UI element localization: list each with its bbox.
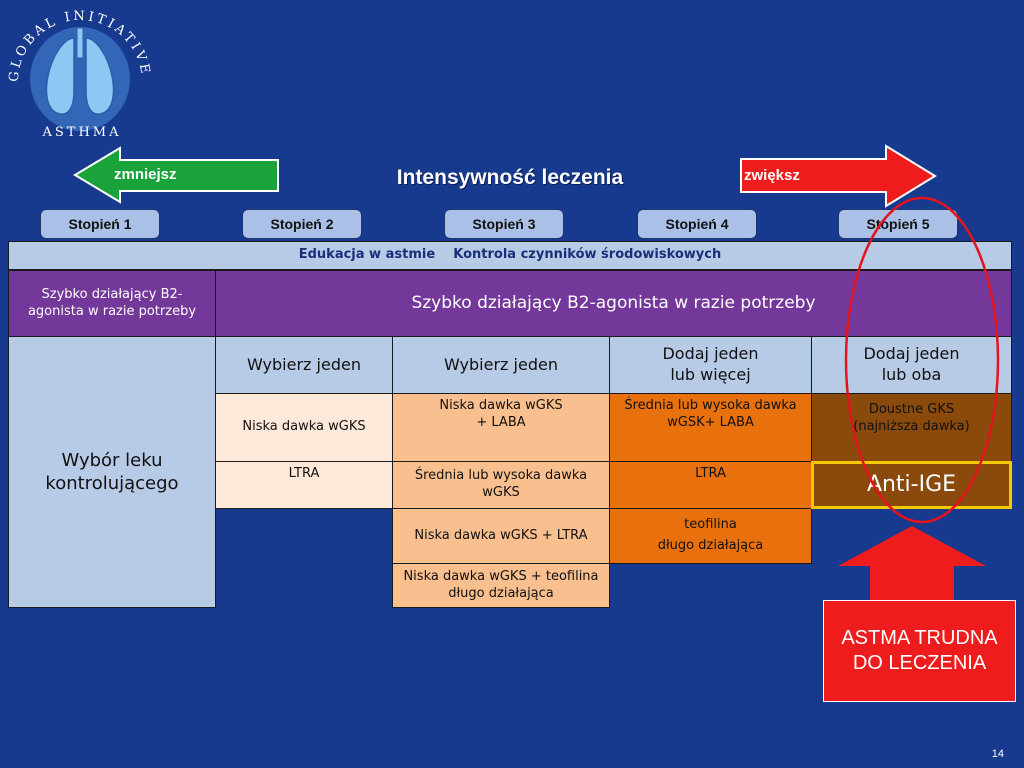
education-row: Edukacja w astmie Kontrola czynników śro… [8,241,1012,270]
step2-ltra: LTRA [215,461,393,509]
up-arrow-icon [838,526,986,602]
step3-low-ics-laba: Niska dawka wGKS + LABA [392,393,610,462]
step4-medium-high-ics-laba: Średnia lub wysoka dawka wGSK+ LABA [609,393,812,462]
step2-low-ics: Niska dawka wGKS [215,393,393,462]
logo-asthma-text: ASTHMA [41,125,121,140]
choose-one-header-step3: Wybierz jeden [392,336,610,394]
step-5-header: Stopień 5 [838,209,958,239]
increase-arrow-icon [740,144,937,208]
increase-label: zwiększ [744,167,800,184]
difficult-asthma-callout: ASTMA TRUDNA DO LECZENIA [823,600,1016,702]
reliever-step1: Szybko działający B2-agonista w razie po… [8,270,216,337]
highlight-ellipse [844,196,1000,524]
step-3-header: Stopień 3 [444,209,564,239]
add-one-or-more-header: Dodaj jeden lub więcej [609,336,812,394]
step4-ltra: LTRA [609,461,812,509]
choose-one-header-step2: Wybierz jeden [215,336,393,394]
step-1-header: Stopień 1 [40,209,160,239]
lungs-icon [45,37,75,115]
page-number: 14 [991,748,1004,760]
step3-medium-high-ics: Średnia lub wysoka dawka wGKS [392,461,610,509]
decrease-arrow-icon [73,146,279,204]
step-2-header: Stopień 2 [242,209,362,239]
add-one-or-both-header: Dodaj jeden lub oba [811,336,1012,394]
decrease-label: zmniejsz [114,166,177,183]
step5-anti-ige: Anti-IGE [811,461,1012,509]
page-title: Intensywność leczenia [396,166,624,189]
reliever-steps2to5: Szybko działający B2-agonista w razie po… [215,270,1012,337]
step3-low-ics-theophylline: Niska dawka wGKS + teofilina długo dział… [392,563,610,608]
step3-low-ics-ltra: Niska dawka wGKS + LTRA [392,508,610,564]
step4-theophylline: teofilina długo działająca [609,508,812,564]
step5-oral-gcs: Doustne GKS (najniższa dawka) [811,393,1012,462]
gina-logo: GLOBAL INITIATIVE FOR ASTHMA [4,4,150,140]
controller-label: Wybór leku kontrolującego [8,336,216,608]
step-4-header: Stopień 4 [637,209,757,239]
